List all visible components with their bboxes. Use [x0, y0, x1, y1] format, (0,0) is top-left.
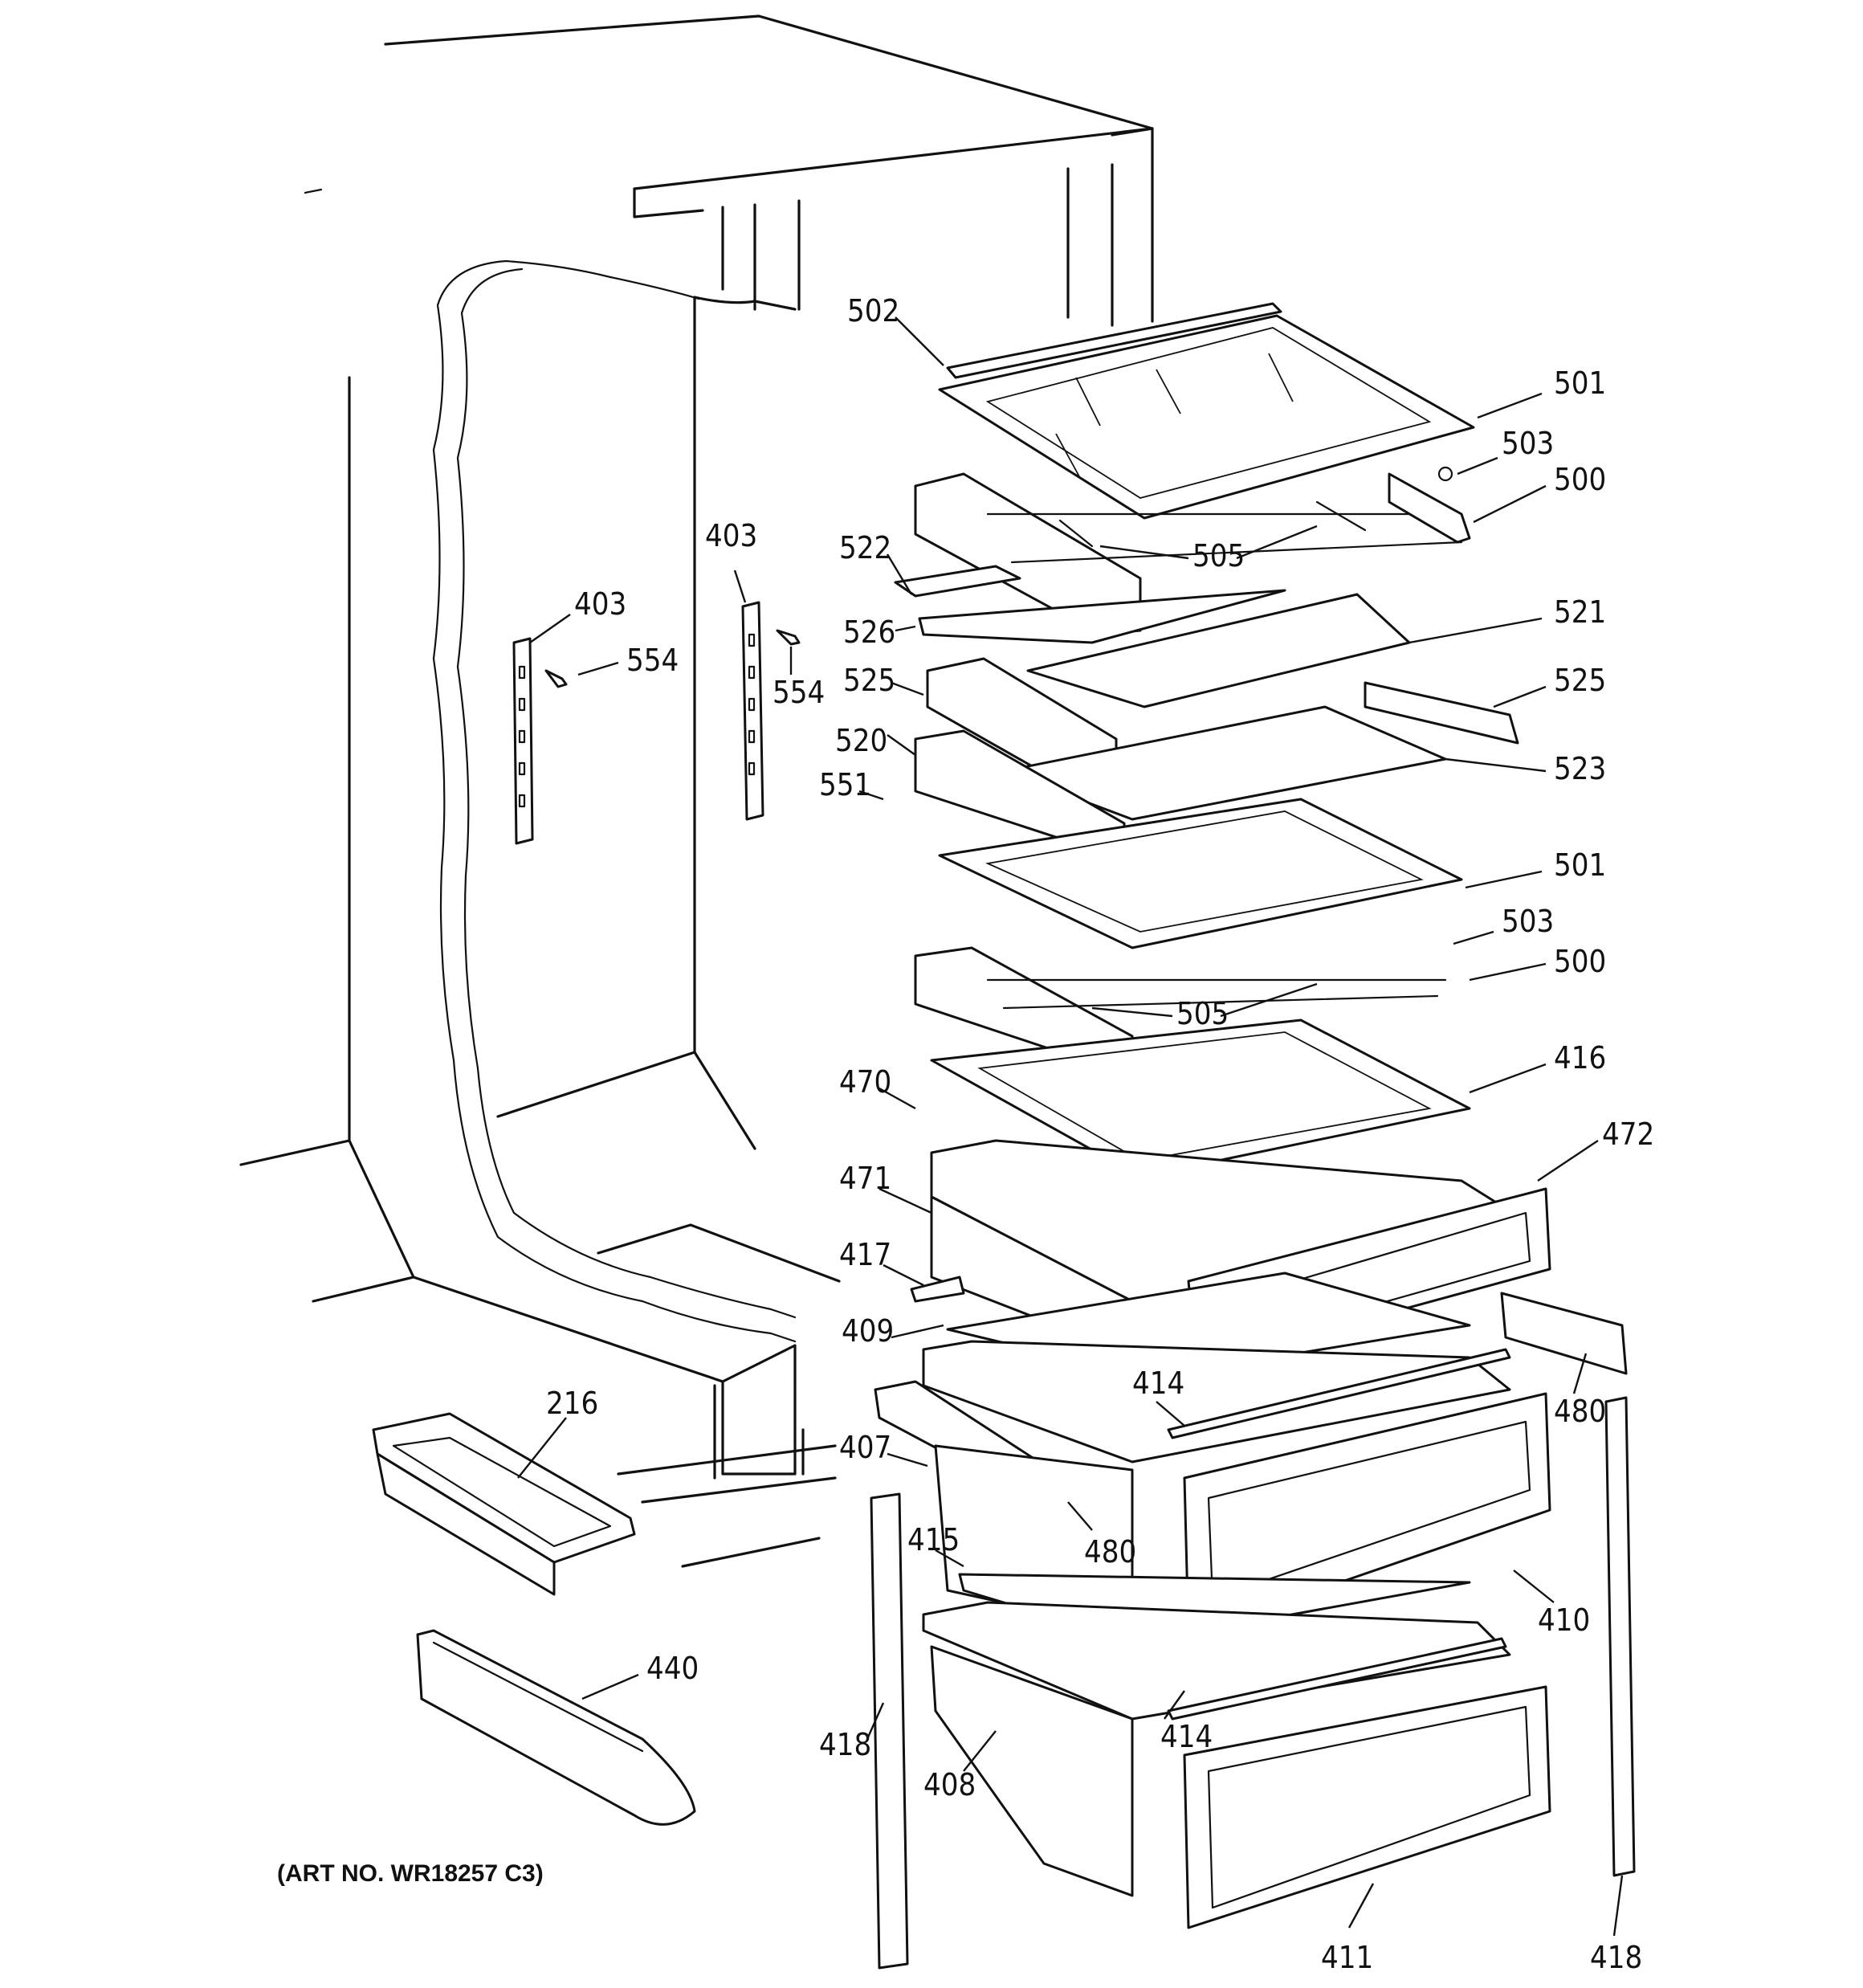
side-rail-left [870, 1492, 909, 1970]
callout-410: 410 [1538, 1602, 1590, 1638]
callout-526: 526 [843, 614, 895, 650]
callout-416: 416 [1554, 1040, 1606, 1076]
side-rail-right [1604, 1396, 1636, 1877]
callout-501-upper: 501 [1554, 365, 1606, 401]
callout-525-right: 525 [1554, 663, 1606, 698]
callout-408: 408 [923, 1767, 976, 1802]
callout-403-left: 403 [574, 586, 626, 622]
callout-554-left: 554 [626, 643, 679, 678]
crisper-lower [922, 1573, 1551, 1929]
callout-523: 523 [1554, 751, 1606, 786]
callout-505-lower: 505 [1176, 996, 1229, 1031]
crisper-upper [910, 1139, 1628, 1379]
screw-554-left [544, 669, 568, 688]
cabinet-outline [239, 14, 1154, 1568]
callout-403-right: 403 [705, 518, 757, 553]
callout-480-left: 480 [1084, 1534, 1136, 1570]
callout-502: 502 [847, 293, 899, 329]
callouts: 502 501 503 500 505 522 526 521 525 525 … [277, 293, 1654, 1975]
callout-503-upper: 503 [1502, 426, 1554, 461]
callout-411: 411 [1321, 1940, 1373, 1975]
callout-480-right: 480 [1554, 1394, 1606, 1429]
callout-470: 470 [839, 1064, 891, 1100]
callout-522: 522 [839, 530, 891, 565]
callout-472: 472 [1602, 1116, 1654, 1152]
callout-415: 415 [907, 1522, 960, 1557]
callout-500-lower: 500 [1554, 944, 1606, 979]
callout-216: 216 [546, 1386, 598, 1421]
callout-500-upper: 500 [1554, 462, 1606, 497]
callout-414-upper: 414 [1132, 1365, 1184, 1401]
shelf-ladder-right [741, 601, 764, 821]
top-shelf-501 [938, 302, 1475, 520]
callout-409: 409 [842, 1313, 894, 1349]
callout-503-lower: 503 [1502, 904, 1554, 939]
callout-525-left: 525 [843, 663, 895, 698]
callout-418-left: 418 [819, 1727, 871, 1762]
callout-440: 440 [646, 1651, 699, 1686]
callout-520: 520 [835, 723, 887, 758]
callout-471: 471 [839, 1161, 891, 1196]
callout-407: 407 [839, 1430, 891, 1465]
callout-551: 551 [819, 767, 871, 802]
callout-418-right: 418 [1590, 1940, 1642, 1975]
callout-417: 417 [839, 1237, 891, 1272]
shelf-ladder-left [512, 637, 534, 845]
callout-554-right: 554 [773, 675, 825, 710]
slide-shelf-assembly [894, 565, 1519, 1178]
art-number: (ART NO. WR18257 C3) [277, 1860, 544, 1887]
trim-cover-440 [416, 1629, 696, 1826]
callout-501-lower: 501 [1554, 847, 1606, 883]
callout-521: 521 [1554, 594, 1606, 630]
dairy-bin-216 [372, 1412, 636, 1596]
callout-505-upper: 505 [1192, 538, 1245, 574]
screw-554-right [776, 629, 801, 646]
callout-414-lower: 414 [1160, 1719, 1213, 1754]
